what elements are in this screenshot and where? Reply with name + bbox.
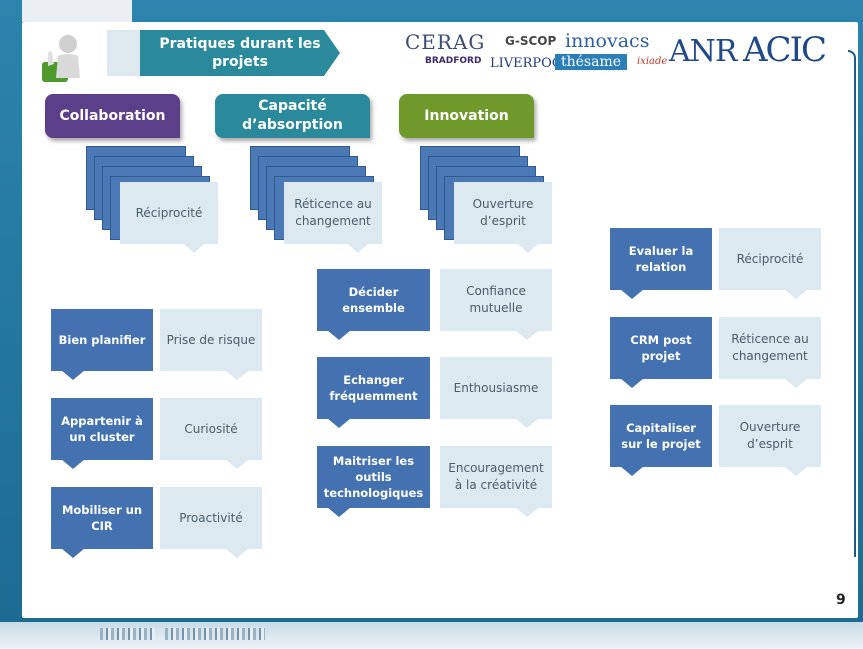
value-box: Encouragement à la créativité [440, 446, 552, 517]
value-box: Confiance mutuelle [440, 269, 552, 340]
logo-acic: ACIC [743, 30, 827, 70]
value-box: Prise de risque [160, 309, 262, 380]
category-innovation: Innovation [399, 94, 534, 138]
partner-logos: CERAG G-SCOP innovacs ANR ACIC BRADFORD … [405, 30, 845, 80]
practice-box: Bien planifier [51, 309, 153, 380]
value-box: Ouverture d’esprit [719, 405, 821, 476]
page-number: 9 [836, 592, 846, 608]
top-decoration [22, 0, 132, 22]
logo-cerag: CERAG [405, 30, 486, 54]
logo-bradford: BRADFORD [425, 56, 482, 66]
practice-box: CRM post projet [610, 317, 712, 388]
value-box: Enthousiasme [440, 357, 552, 428]
category-collaboration: Collaboration [45, 94, 180, 138]
logo-ixiade: ixiade [637, 56, 668, 67]
practice-box: Capitaliser sur le projet [610, 405, 712, 476]
pixel-decoration [100, 628, 155, 640]
logo-thesame: thésame [555, 54, 628, 70]
slide-title: Pratiques durant les projets [140, 30, 340, 76]
stack-label: Réciprocité [120, 182, 218, 253]
practice-box: Maitriser les outils technologiques [317, 446, 430, 517]
value-box: Proactivité [160, 487, 262, 558]
logo-innovacs: innovacs [565, 30, 650, 52]
value-box: Réticence au changement [719, 317, 821, 388]
logo-anr: ANR [669, 34, 738, 69]
practice-box: Appartenir à un cluster [51, 398, 153, 469]
pixel-decoration [165, 628, 265, 640]
practice-box: Evaluer la relation [610, 228, 712, 299]
practice-box: Décider ensemble [317, 269, 430, 340]
value-box: Curiosité [160, 398, 262, 469]
stack-label: Ouverture d’esprit [454, 182, 552, 253]
right-bracket-line [848, 50, 856, 557]
practice-box: Echanger fréquemment [317, 357, 430, 428]
category-capacite-absorption: Capacité d’absorption [215, 94, 370, 138]
practice-box: Mobiliser un CIR [51, 487, 153, 558]
logo-gscop: G-SCOP [505, 34, 557, 48]
logo-liverpool: LIVERPOOL [490, 56, 572, 71]
stack-label: Réticence au changement [284, 182, 382, 253]
value-box: Réciprocité [719, 228, 821, 299]
thumbs-up-person-icon [42, 35, 80, 82]
